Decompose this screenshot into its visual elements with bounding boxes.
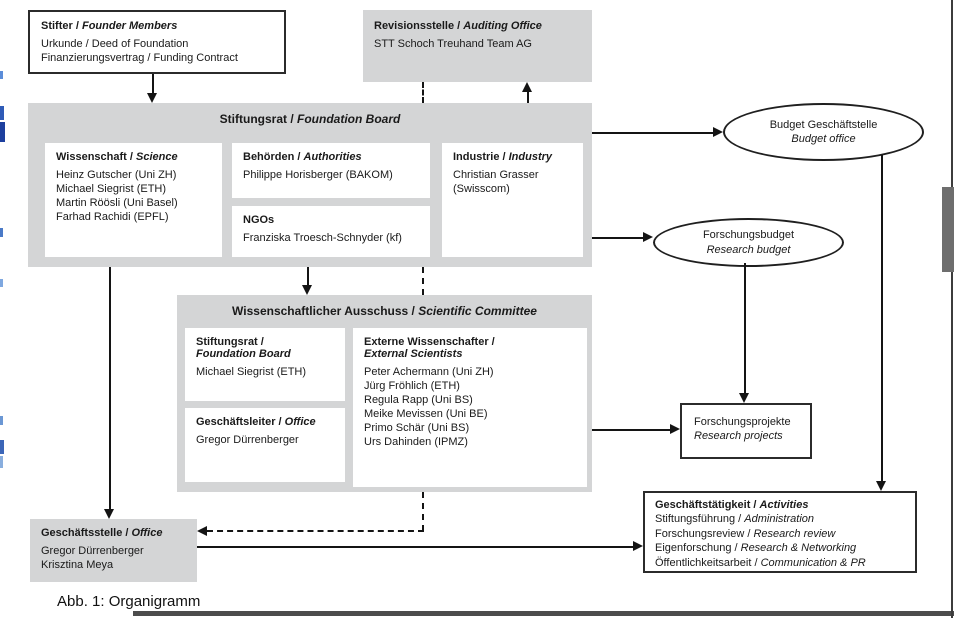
member: Farhad Rachidi (EPFL) [56,211,169,224]
committee-office-lead-title: Geschäftsleiter / Office [196,416,316,428]
member: Urs Dahinden (IPMZ) [364,436,468,449]
authorities-box: Behörden / Authorities Philippe Horisber… [232,143,430,198]
figure-caption: Abb. 1: Organigramm [57,593,201,610]
arrowhead-down [876,481,886,491]
dashed-auditing-link [422,492,424,531]
arrow-board-to-committee [307,267,309,286]
arrow-board-to-office [109,267,111,510]
member: Primo Schär (Uni BS) [364,422,470,435]
arrow-stifter-to-board [152,74,154,96]
arrowhead-down [302,285,312,295]
research-budget-ellipse: Forschungsbudget Research budget [653,218,844,267]
activities-item: Eigenforschung / Research & Networking [655,542,857,555]
member: Heinz Gutscher (Uni ZH) [56,169,177,181]
ngos-box: NGOs Franziska Troesch-Schnyder (kf) [232,206,430,257]
ngos-title: NGOs [243,214,275,226]
scientific-committee-title: Wissenschaftlicher Ausschuss / Scientifi… [232,304,537,318]
science-title: Wissenschaft / Science [56,151,178,163]
margin-artifact [0,71,3,79]
foundation-board-box: Stiftungsrat / Foundation Board Wissensc… [28,103,592,267]
margin-artifact [0,279,3,287]
activities-title: Geschäftstätigkeit / Activities [655,499,809,511]
activities-item: Forschungsreview / Research review [655,527,836,540]
dashed-link-to-office [207,530,424,532]
bottom-rule [133,611,954,616]
arrowhead-right [713,127,723,137]
arrow-board-to-auditing [527,91,529,103]
revisionsstelle-box: Revisionsstelle / Auditing Office STT Sc… [363,10,592,82]
margin-artifact [0,416,3,425]
activities-item: Stiftungsführung / Administration [655,513,814,525]
authorities-title: Behörden / Authorities [243,151,362,163]
member: Philippe Horisberger (BAKOM) [243,169,393,181]
member: Franziska Troesch-Schnyder (kf) [243,232,402,244]
member: Gregor Dürrenberger [196,434,299,446]
activities-item: Öffentlichkeitsarbeit / Communication & … [655,556,866,569]
arrowhead-down [739,393,749,403]
arrow-budget-to-activities [881,155,883,482]
dashed-auditing-link [422,267,424,295]
arrowhead-right [670,424,680,434]
committee-foundation-board-box: Stiftungsrat /Foundation Board Michael S… [185,328,345,401]
member: Michael Siegrist (ETH) [196,366,307,378]
industry-title: Industrie / Industry [453,151,553,163]
external-scientists-box: Externe Wissenschafter /External Scienti… [353,328,587,487]
margin-artifact [0,122,5,142]
page-border-line [951,0,953,618]
arrow-board-to-research-budget [592,237,644,239]
budget-office-label-en: Budget office [791,133,856,145]
margin-artifact [0,440,4,454]
dashed-auditing-link [422,82,424,103]
budget-office-ellipse: Budget Geschäftstelle Budget office [723,103,924,161]
research-projects-box: Forschungsprojekte Research projects [680,403,812,459]
member: Michael Siegrist (ETH) [56,183,167,196]
research-projects-label-en: Research projects [694,430,783,443]
stifter-box: Stifter / Founder Members Urkunde / Deed… [28,10,286,74]
margin-artifact [0,106,4,120]
scrollbar-thumb[interactable] [942,187,954,272]
arrow-board-to-budget-office [592,132,714,134]
arrow-committee-to-projects [592,429,671,431]
stifter-title: Stifter / Founder Members [41,20,178,32]
margin-artifact [0,228,3,237]
arrowhead-down [147,93,157,103]
arrowhead-up [522,82,532,92]
arrow-office-to-activities [197,546,634,548]
member: Meike Mevissen (Uni BE) [364,408,488,421]
office-title: Geschäftsstelle / Office [41,527,163,539]
member: Peter Achermann (Uni ZH) [364,366,494,378]
arrowhead-right [643,232,653,242]
budget-office-label-de: Budget Geschäftstelle [769,118,878,131]
member: Regula Rapp (Uni BS) [364,394,473,407]
external-scientists-title: Externe Wissenschafter /External Scienti… [364,336,495,360]
revisionsstelle-line: STT Schoch Treuhand Team AG [374,38,532,50]
arrowhead-down [104,509,114,519]
office-box: Geschäftsstelle / Office Gregor Dürrenbe… [30,519,197,582]
arrowhead-left [197,526,207,536]
research-projects-label-de: Forschungsprojekte [694,416,791,428]
member: Gregor Dürrenberger [41,545,144,557]
industry-box: Industrie / Industry Christian Grasser (… [442,143,583,257]
scientific-committee-box: Wissenschaftlicher Ausschuss / Scientifi… [177,295,592,492]
arrow-research-budget-to-projects [744,263,746,394]
activities-box: Geschäftstätigkeit / Activities Stiftung… [643,491,917,573]
stifter-line: Urkunde / Deed of Foundation [41,38,189,50]
committee-foundation-board-title: Stiftungsrat /Foundation Board [196,336,291,360]
member: Jürg Fröhlich (ETH) [364,380,460,393]
research-budget-label-en: Research budget [706,243,791,256]
member: Martin Röösli (Uni Basel) [56,197,178,210]
arrowhead-right [633,541,643,551]
member: Christian Grasser (Swisscom) [453,169,539,196]
foundation-board-title: Stiftungsrat / Foundation Board [219,112,401,126]
stifter-line: Finanzierungsvertrag / Funding Contract [41,52,238,65]
margin-artifact [0,456,3,468]
research-budget-label-de: Forschungsbudget [702,229,795,242]
science-box: Wissenschaft / Science Heinz Gutscher (U… [45,143,222,257]
revisionsstelle-title: Revisionsstelle / Auditing Office [374,20,542,32]
committee-office-lead-box: Geschäftsleiter / Office Gregor Dürrenbe… [185,408,345,482]
member: Krisztina Meya [41,559,114,572]
